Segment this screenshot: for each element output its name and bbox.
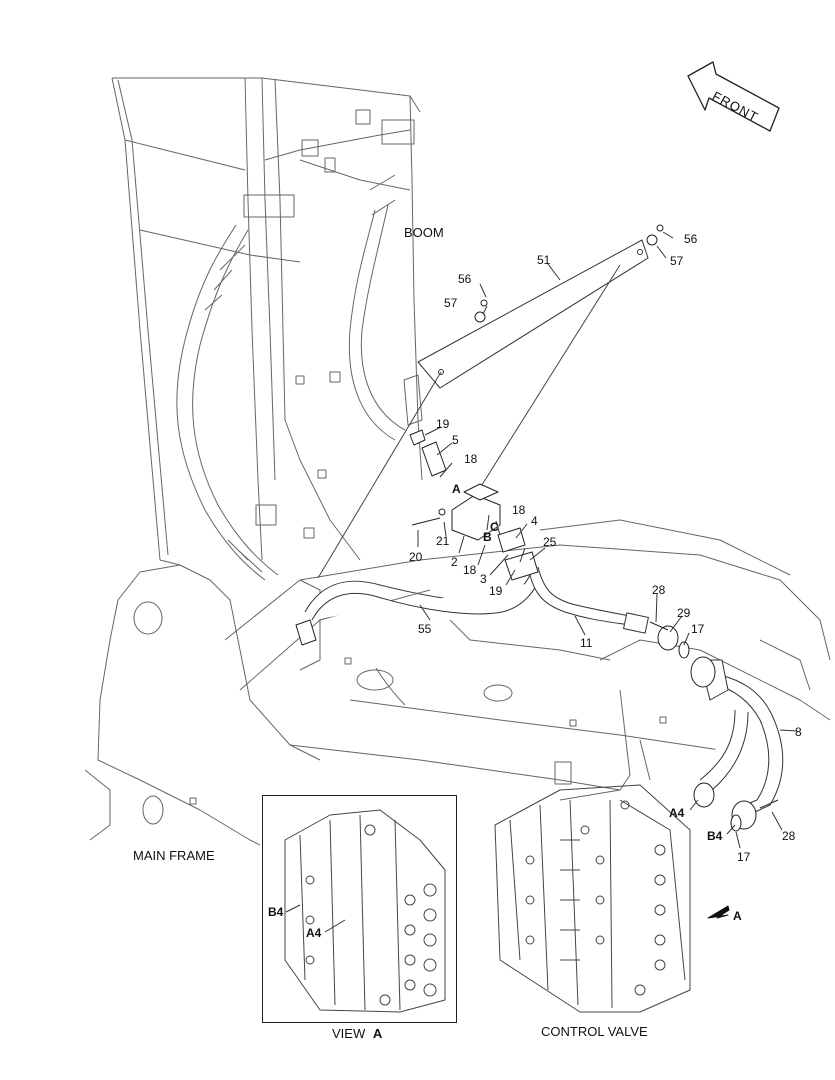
view-direction-label: A (733, 909, 742, 923)
callout-56: 56 (684, 232, 698, 246)
callout-57: 57 (670, 254, 684, 268)
control-valve-label: CONTROL VALVE (541, 1024, 648, 1039)
callout-21: 21 (436, 534, 450, 548)
callout-2: 2 (451, 555, 458, 569)
port-b4: B4 (707, 829, 723, 843)
callout-20: 20 (409, 550, 423, 564)
port-b: B (483, 530, 492, 544)
callout-18: 18 (512, 503, 526, 517)
callout-19: 19 (489, 584, 503, 598)
callout-4: 4 (531, 514, 538, 528)
main-frame-label: MAIN FRAME (133, 848, 215, 863)
view-letter: A (372, 1026, 383, 1041)
callout-29: 29 (677, 606, 691, 620)
callout-5: 5 (452, 433, 459, 447)
bracket-51 (417, 239, 649, 389)
callout-55: 55 (418, 622, 432, 636)
callout-3: 3 (480, 572, 487, 586)
callout-18: 18 (463, 563, 477, 577)
port-a4-view: A4 (306, 926, 322, 940)
port-b4-view: B4 (268, 905, 284, 919)
port-a4: A4 (669, 806, 685, 820)
port-c: C (490, 520, 499, 534)
view-label: VIEW A (332, 1026, 383, 1041)
callout-28: 28 (782, 829, 796, 843)
valve-2 (295, 429, 539, 646)
view-a-drawing (284, 809, 446, 1013)
main-frame (84, 519, 831, 846)
pipe-8 (699, 659, 784, 813)
boom (111, 77, 423, 581)
view-prefix: VIEW (332, 1026, 366, 1041)
callout-56: 56 (458, 272, 472, 286)
view-direction-arrow (707, 905, 730, 919)
callout-57: 57 (444, 296, 458, 310)
port-a: A (452, 482, 461, 496)
callout-11: 11 (580, 636, 593, 650)
front-arrow (687, 61, 780, 132)
callout-17: 17 (691, 622, 705, 636)
callout-51: 51 (537, 253, 551, 267)
boom-label: BOOM (404, 225, 444, 240)
hose-11 (529, 566, 649, 634)
callout-8: 8 (795, 725, 802, 739)
hose-55 (304, 574, 539, 621)
callout-28: 28 (652, 583, 666, 597)
view-a-frame (262, 795, 457, 1023)
callout-17: 17 (737, 850, 751, 864)
callout-18: 18 (464, 452, 478, 466)
callout-19: 19 (436, 417, 450, 431)
callout-25: 25 (543, 535, 557, 549)
control-valve-drawing (494, 784, 691, 1013)
